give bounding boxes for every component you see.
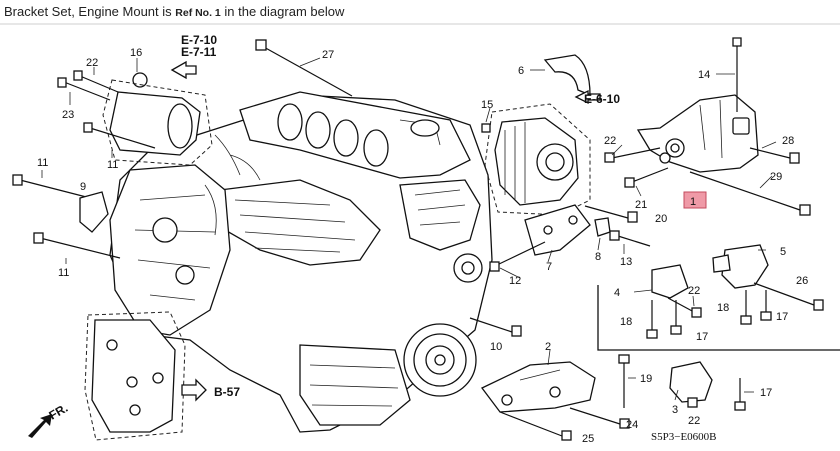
- part-22a-label: 22: [86, 57, 98, 69]
- part-3-label: 3: [672, 404, 678, 416]
- lower-bracket: [481, 361, 596, 413]
- part-11b-label: 11: [107, 159, 118, 171]
- ref-e-7-11[interactable]: E-7-11: [181, 45, 217, 59]
- part-11a-label: 11: [37, 157, 48, 169]
- part-6-label: 6: [518, 65, 524, 77]
- leader-lines: [41, 57, 777, 401]
- part-29-label: 29: [770, 171, 782, 183]
- caption-prefix: Bracket Set, Engine Mount is: [4, 4, 176, 19]
- part-17b-label: 17: [776, 311, 788, 323]
- ref-e-7-10[interactable]: E-7-10: [181, 33, 217, 47]
- part-22c-label: 22: [688, 285, 700, 297]
- part-4-label: 4: [614, 287, 620, 299]
- labels: E-7-10 E-7-11 E-6-10 B-57 FR. S5P3−E0600…: [37, 33, 808, 445]
- part-8-label: 8: [595, 251, 601, 263]
- part-17a-label: 17: [696, 331, 708, 343]
- ref-b-57[interactable]: B-57: [214, 385, 240, 399]
- part-15-label: 15: [481, 99, 493, 111]
- engine-assembly: [84, 72, 493, 441]
- part-21-label: 21: [635, 199, 647, 211]
- front-arrow-icon: [28, 414, 52, 438]
- part-12-label: 12: [509, 275, 521, 287]
- part-22b-label: 22: [604, 135, 616, 147]
- page-caption: Bracket Set, Engine Mount is Ref No. 1 i…: [4, 2, 344, 22]
- part-24-label: 24: [626, 419, 638, 431]
- part-18a-label: 18: [620, 316, 632, 328]
- part-16-label: 16: [130, 47, 142, 59]
- ref-1-highlight[interactable]: [683, 191, 707, 209]
- part-1-label[interactable]: 1: [690, 196, 696, 208]
- engine-mount-bracket: [636, 94, 759, 173]
- diagram-code: S5P3−E0600B: [651, 431, 717, 443]
- ref-arrow-e-6: [574, 89, 601, 105]
- part-28-label: 28: [782, 135, 794, 147]
- ref-arrow-b-57: [181, 378, 207, 402]
- part-5-label: 5: [780, 246, 786, 258]
- part-25-label: 25: [582, 433, 594, 445]
- small-bracket: [669, 361, 713, 403]
- part-9-label: 9: [80, 181, 86, 193]
- part-27-label: 27: [322, 49, 334, 61]
- part-7-label: 7: [546, 261, 552, 273]
- part-17c-label: 17: [760, 387, 772, 399]
- part-13-label: 13: [620, 256, 632, 268]
- part-23-label: 23: [62, 109, 74, 121]
- part-19-label: 19: [640, 373, 652, 385]
- part-20-label: 20: [655, 213, 667, 225]
- part-2-label: 2: [545, 341, 551, 353]
- ref-arrow-e-7: [170, 60, 197, 80]
- part-18b-label: 18: [717, 302, 729, 314]
- caption-suffix: in the diagram below: [220, 4, 345, 19]
- part-26-label: 26: [796, 275, 808, 287]
- part-14-label: 14: [698, 69, 710, 81]
- part-11c-label: 11: [58, 267, 69, 279]
- ref-e-6-10[interactable]: E-6-10: [584, 92, 620, 106]
- belt-part: [543, 54, 591, 96]
- alternator: [484, 103, 591, 216]
- fasteners: [12, 39, 824, 441]
- part-10-label: 10: [490, 341, 502, 353]
- caption-ref: Ref No. 1: [175, 7, 221, 19]
- part-22d-label: 22: [688, 415, 700, 427]
- mount-subassembly: [651, 244, 769, 299]
